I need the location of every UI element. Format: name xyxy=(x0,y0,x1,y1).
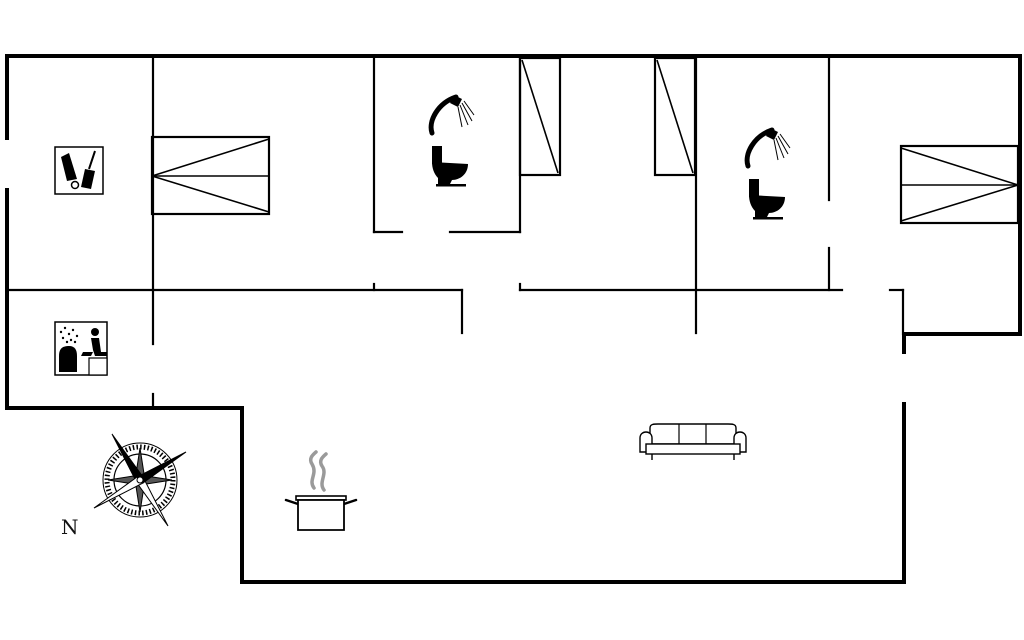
laundry-cleaning-icon xyxy=(54,146,104,195)
bed-icon xyxy=(899,144,1020,225)
cooking-pot-icon xyxy=(284,450,358,531)
north-label: N xyxy=(61,515,79,539)
shower-icon xyxy=(428,94,475,136)
shower-icon xyxy=(744,127,791,169)
bed-icon xyxy=(150,135,271,216)
compass-rose-icon xyxy=(93,433,187,527)
toilet-icon xyxy=(749,179,785,220)
outer-walls xyxy=(5,54,1022,584)
toilet-icon xyxy=(432,146,468,187)
sauna-icon xyxy=(54,321,108,376)
interior-walls xyxy=(6,56,905,408)
sofa-icon xyxy=(639,423,747,460)
